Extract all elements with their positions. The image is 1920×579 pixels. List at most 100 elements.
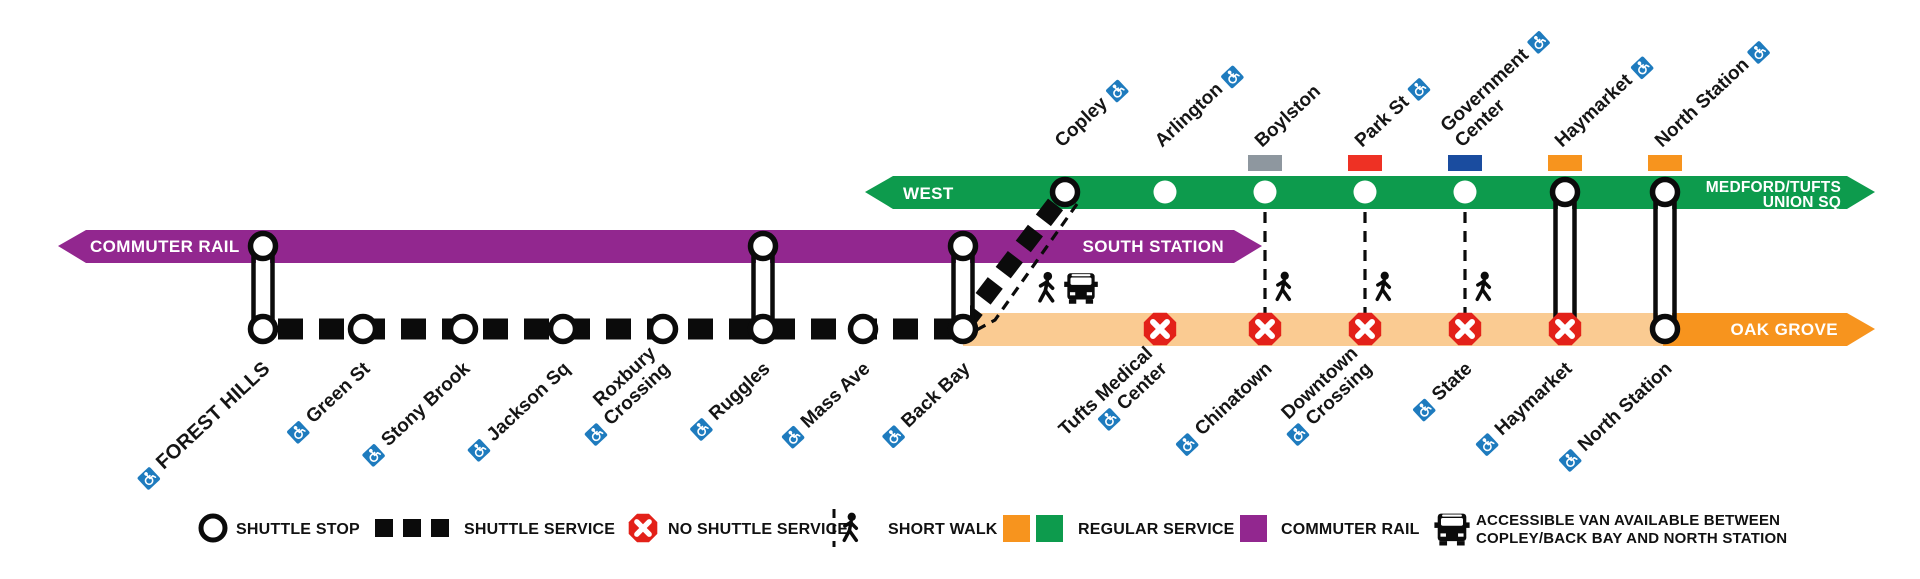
accessibility-icon: [137, 467, 160, 490]
green-line-destination-line1: MEDFORD/TUFTS: [1706, 179, 1841, 196]
green-line-destination-line2: UNION SQ: [1763, 194, 1841, 211]
no-shuttle-service-icon-state: [1448, 312, 1482, 346]
station-label-state: State: [1413, 358, 1476, 422]
shuttle-stop-marker-mass-ave: [847, 313, 879, 345]
legend-item-label: SHUTTLE SERVICE: [464, 521, 615, 538]
station-label-back-bay: Back Bay: [882, 358, 975, 448]
shuttle-stop-marker-green-st: [347, 313, 379, 345]
green-line-swatch: [1036, 515, 1063, 542]
accessibility-icon: [1559, 449, 1582, 472]
backbay-walk-van-icons: [1038, 271, 1098, 304]
shuttle-stop-icon: [198, 513, 228, 543]
station-name-text: State: [1428, 358, 1476, 405]
transfer-badge-north-station: [1648, 155, 1682, 171]
station-label-green-st: Green St: [287, 358, 375, 444]
van-route-dashes: [970, 203, 1079, 335]
walk-icon: [1475, 271, 1492, 302]
transfer-badges-layer: [1248, 155, 1682, 171]
legend-item-label: SHORT WALK: [888, 521, 998, 538]
accessibility-icon: [1106, 79, 1129, 103]
station-name-text: Chinatown: [1191, 358, 1276, 440]
walk-connector-park-st: [1363, 212, 1392, 314]
station-label-ruggles: Ruggles: [690, 358, 774, 441]
legend: SHUTTLE STOP SHUTTLE SERVICE NO SHUTTLE SE…: [198, 509, 1787, 547]
accessibility-icon: [584, 423, 608, 446]
no-shuttle-service-icon-downtown-crossing: [1348, 312, 1382, 346]
commuter-rail-capsule-back-bay: [947, 230, 979, 345]
station-name-text: Haymarket: [1491, 358, 1577, 440]
station-label-boylston: Boylston: [1251, 81, 1325, 152]
station-marker-park-st: [1353, 180, 1377, 204]
station-label-haymarket: Haymarket: [1551, 56, 1654, 152]
station-name-text: FOREST HILLS: [152, 358, 274, 474]
accessibility-icon: [1221, 65, 1244, 89]
legend-item-regular-service: REGULAR SERVICE: [1003, 515, 1235, 542]
legend-item-label: NO SHUTTLE SERVICE: [668, 521, 848, 538]
legend-item-commuter-rail: COMMUTER RAIL: [1240, 515, 1419, 542]
station-name-text: Haymarket: [1551, 70, 1637, 152]
accessibility-icon: [1413, 398, 1436, 422]
station-label-mass-ave: Mass Ave: [781, 358, 874, 449]
walk-icon: [842, 512, 859, 543]
accessibility-icon: [1286, 423, 1310, 446]
orange-line-swatch: [1003, 515, 1030, 542]
accessibility-icon: [690, 418, 713, 441]
commuter-rail-label: COMMUTER RAIL: [90, 237, 240, 256]
south-station-label: SOUTH STATION: [1082, 237, 1224, 256]
station-name-text: Park St: [1351, 91, 1414, 151]
no-shuttle-service-icon: [628, 513, 658, 543]
station-label-jackson-sq: Jackson Sq: [467, 358, 575, 462]
accessibility-icon: [781, 425, 805, 449]
shuttle-stop-marker-roxbury-crossing: [647, 313, 679, 345]
walk-connector-government-center: [1463, 212, 1492, 314]
transfer-badge-government-center: [1448, 155, 1482, 171]
accessibility-icon: [1747, 41, 1770, 64]
legend-item-label: COPLEY/BACK BAY AND NORTH STATION: [1476, 530, 1787, 547]
station-name-text: Green St: [302, 358, 375, 428]
transfer-badge-haymarket: [1548, 155, 1582, 171]
station-label-arlington: Arlington: [1151, 65, 1244, 152]
station-name-text: Back Bay: [898, 358, 975, 432]
shuttle-stop-marker-stony-brook: [447, 313, 479, 345]
commuter-rail-capsule-ruggles: [747, 230, 779, 345]
station-markers-layer: [347, 176, 1582, 346]
orange-line-closed-band: [963, 313, 1665, 346]
accessibility-icon: [1407, 78, 1431, 101]
van-icon: [1064, 273, 1098, 304]
accessibility-icon: [1475, 433, 1499, 456]
no-shuttle-service-icon-tufts-medical-center: [1143, 312, 1177, 346]
station-name-text: Boylston: [1251, 81, 1325, 152]
commuter-rail-swatch: [1240, 515, 1267, 542]
shuttle-service-dash-icon: [375, 519, 393, 537]
accessibility-icon: [1175, 433, 1199, 456]
legend-item-label: ACCESSIBLE VAN AVAILABLE BETWEEN: [1476, 512, 1780, 529]
accessibility-icon: [1630, 56, 1654, 79]
walk-icon: [1275, 271, 1292, 302]
walk-icon: [1375, 271, 1392, 302]
station-marker-government-center: [1453, 180, 1477, 204]
station-name-text: Stony Brook: [377, 358, 474, 451]
green-line-west-label: WEST: [903, 184, 954, 203]
station-label-copley: Copley: [1051, 79, 1129, 152]
legend-item-shuttle-service: SHUTTLE SERVICE: [375, 519, 615, 538]
oak-grove-label: OAK GROVE: [1730, 320, 1838, 339]
accessibility-icon: [287, 421, 310, 444]
commuter-rail-capsule-forest-hills: [247, 230, 279, 345]
station-label-chinatown: Chinatown: [1175, 358, 1276, 456]
station-marker-boylston: [1253, 180, 1277, 204]
station-name-text: Copley: [1051, 93, 1112, 152]
no-shuttle-service-icon-chinatown: [1248, 312, 1282, 346]
legend-item-accessible-van: ACCESSIBLE VAN AVAILABLE BETWEENCOPLEY/B…: [1434, 512, 1787, 547]
legend-item-label: REGULAR SERVICE: [1078, 521, 1235, 538]
station-marker-arlington: [1153, 180, 1177, 204]
station-name-text: North Station: [1651, 54, 1753, 151]
station-name-text: Jackson Sq: [483, 358, 575, 445]
van-icon: [1434, 513, 1470, 546]
legend-item-shuttle-stop: SHUTTLE STOP: [198, 513, 360, 543]
shuttle-stop-marker-copley: [1049, 176, 1081, 208]
